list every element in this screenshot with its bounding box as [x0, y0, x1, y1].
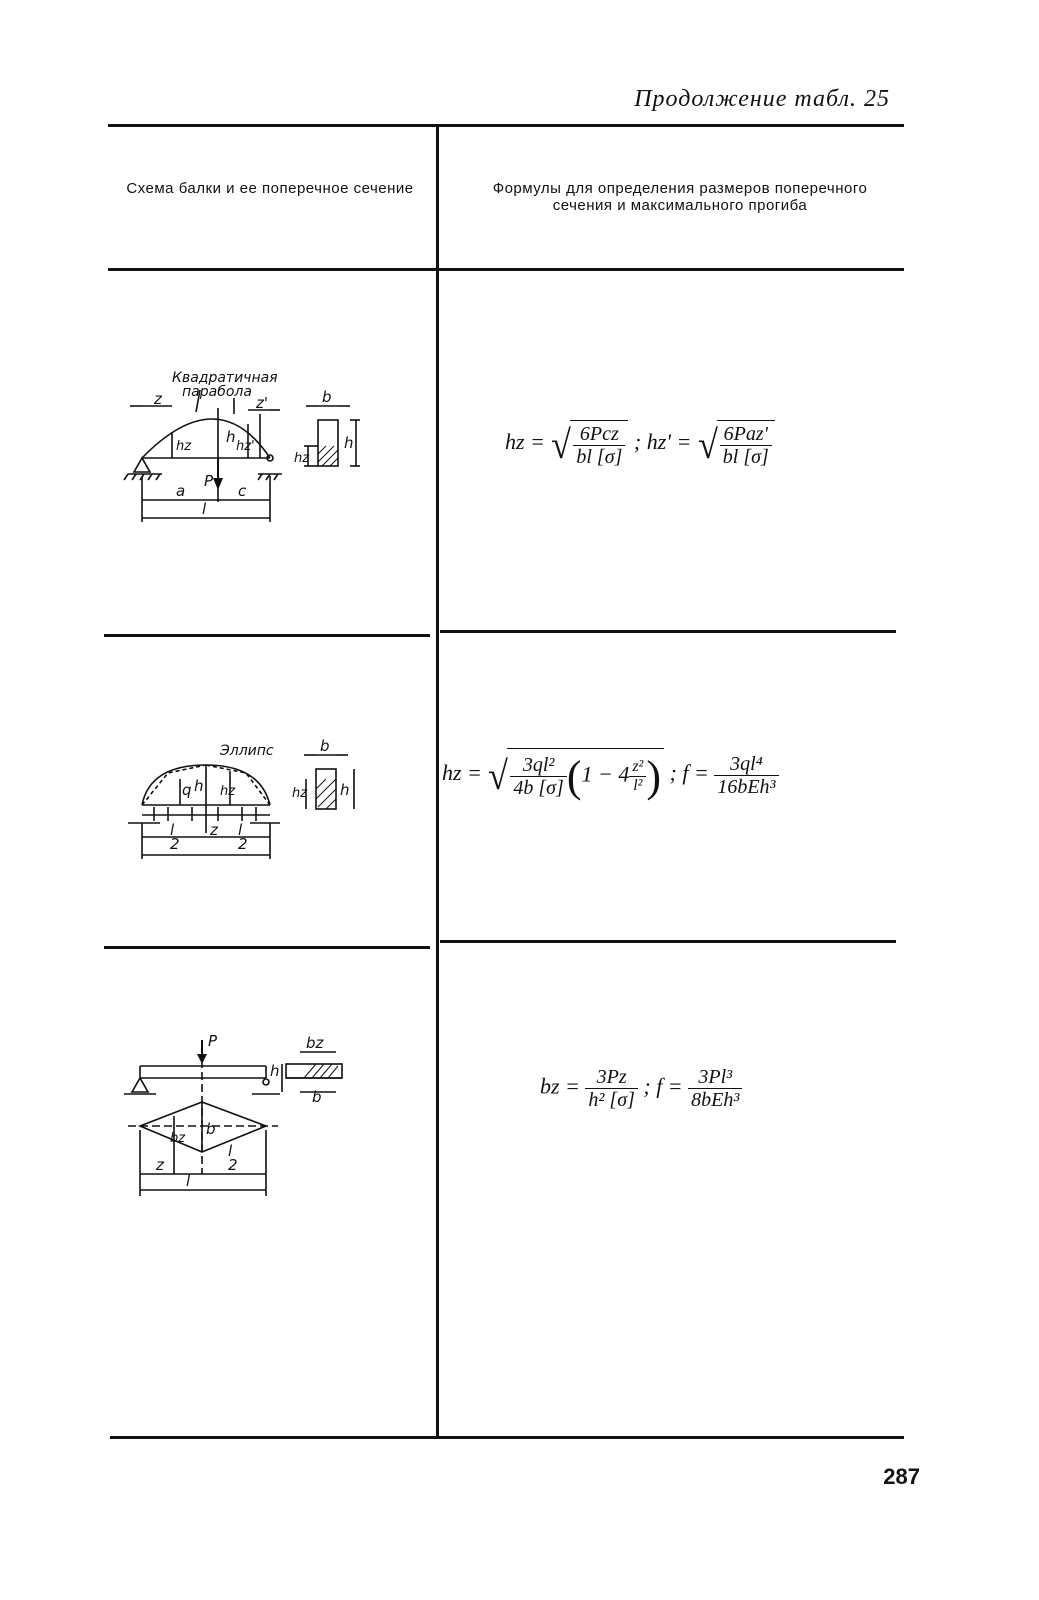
- table-bottom-rule: [110, 1436, 904, 1439]
- svg-text:2: 2: [170, 835, 180, 853]
- column-header-formulas-text: Формулы для определения размеров попереч…: [492, 180, 868, 214]
- svg-text:h: h: [194, 777, 204, 795]
- diagram-label-ellipse: Эллипс: [219, 743, 274, 759]
- column-divider: [436, 126, 439, 1438]
- separator: ;: [643, 1073, 651, 1099]
- column-header-scheme: Схема балки и ее поперечное сечение: [110, 180, 430, 197]
- svg-text:парабола: парабола: [182, 384, 252, 400]
- svg-text:hz: hz: [294, 451, 310, 466]
- column-header-formulas: Формулы для определения размеров попереч…: [470, 180, 890, 214]
- svg-text:2: 2: [228, 1156, 238, 1174]
- svg-text:z: z: [209, 821, 219, 839]
- numerator: 3Pl³: [688, 1066, 743, 1089]
- diagram-parabola-beam: Квадратичная парабола z z' h hz hz' b h …: [123, 370, 360, 522]
- svg-text:b: b: [322, 388, 332, 406]
- header-bottom-rule: [108, 268, 904, 271]
- sqrt-sign: √: [551, 421, 572, 467]
- svg-text:q: q: [182, 781, 192, 799]
- formula-row2-lhs1: hz =: [442, 760, 482, 786]
- svg-text:l: l: [238, 821, 243, 839]
- denominator: h² [σ]: [588, 1089, 635, 1111]
- svg-text:z': z': [255, 394, 268, 412]
- diagram-label-parabola: Квадратичная: [172, 370, 278, 386]
- svg-text:hz: hz: [176, 439, 192, 454]
- denominator: bl [σ]: [722, 446, 769, 468]
- svg-text:2: 2: [238, 835, 248, 853]
- formula-row3-lhs1: bz =: [540, 1073, 580, 1099]
- paren-inner: 1 − 4: [581, 761, 630, 787]
- column-header-scheme-text: Схема балки и ее поперечное сечение: [126, 180, 414, 197]
- numerator: 3Pz: [585, 1066, 638, 1089]
- svg-text:h: h: [344, 434, 354, 452]
- denominator: 16bEh³: [717, 775, 776, 798]
- formula-row1-lhs1: hz =: [505, 429, 545, 455]
- svg-text:l: l: [202, 500, 207, 518]
- svg-text:z: z: [153, 390, 163, 408]
- svg-text:bz: bz: [170, 1131, 186, 1146]
- svg-text:b: b: [320, 737, 330, 755]
- table-top-rule: [108, 124, 904, 127]
- svg-text:b: b: [206, 1120, 216, 1138]
- formula-row2-lhs2: f =: [682, 760, 709, 786]
- svg-text:hz': hz': [236, 439, 255, 454]
- denominator: bl [σ]: [576, 446, 623, 468]
- formula-row1-lhs2: hz' =: [646, 429, 692, 455]
- row2-bottom-rule-right: [440, 940, 896, 943]
- row1-bottom-rule-right: [440, 630, 896, 633]
- svg-text:h: h: [340, 781, 350, 799]
- svg-text:z: z: [155, 1156, 165, 1174]
- table-caption: Продолжение табл. 25: [634, 86, 890, 112]
- separator: ;: [633, 429, 642, 455]
- denominator: l²: [633, 777, 643, 794]
- svg-text:hz: hz: [220, 784, 236, 799]
- denominator: 8bEh³: [691, 1089, 740, 1111]
- svg-text:b: b: [312, 1088, 322, 1106]
- numerator: z²: [629, 758, 647, 777]
- svg-text:bz: bz: [306, 1034, 325, 1052]
- svg-text:hz: hz: [292, 786, 308, 801]
- row1-bottom-rule-left: [104, 634, 430, 637]
- denominator: 4b [σ]: [513, 777, 564, 799]
- formula-row3-lhs2: f =: [656, 1073, 683, 1099]
- svg-text:h: h: [270, 1062, 280, 1080]
- sqrt-sign: √: [697, 421, 718, 467]
- numerator: 6Pcz: [573, 423, 626, 446]
- separator: ;: [669, 760, 677, 786]
- numerator: 3ql⁴: [714, 753, 779, 776]
- svg-text:l: l: [170, 821, 175, 839]
- sqrt-sign: √: [488, 752, 509, 798]
- radicand: 6Paz'bl [σ]: [716, 420, 775, 468]
- numerator: 3ql²: [510, 754, 567, 777]
- svg-text:h: h: [226, 428, 236, 446]
- numerator: 6Paz': [719, 423, 772, 446]
- row2-bottom-rule-left: [104, 946, 430, 949]
- page-number: 287: [883, 1464, 920, 1489]
- svg-text:c: c: [238, 482, 247, 500]
- svg-text:P: P: [208, 1032, 218, 1050]
- svg-text:a: a: [176, 482, 185, 500]
- svg-text:l: l: [186, 1172, 191, 1190]
- svg-text:l: l: [228, 1142, 233, 1160]
- diagram-ellipse-beam: Эллипс q h hz b h hz l 2 z l 2: [128, 737, 355, 859]
- diagram-rhombus-beam: P bz h b bz b z l 2 l: [124, 1032, 343, 1196]
- fraction: 6Paz'bl [σ]: [719, 423, 772, 468]
- svg-text:P: P: [204, 472, 214, 490]
